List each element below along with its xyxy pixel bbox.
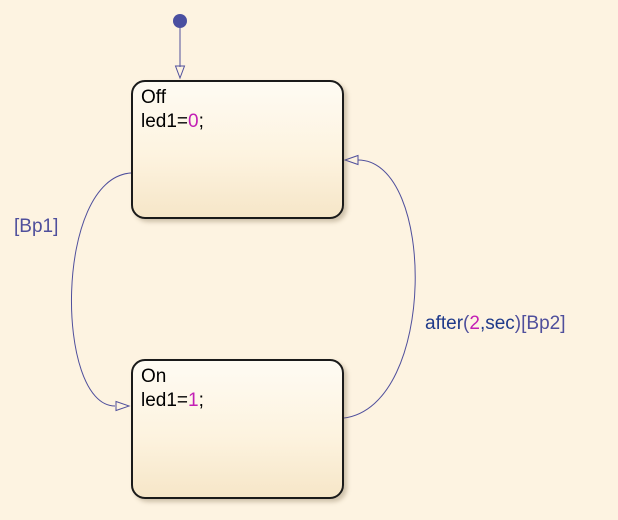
close-paren: ): [514, 313, 522, 334]
state-off-action-terminator: ;: [198, 111, 204, 132]
open-paren: (: [463, 313, 470, 334]
state-on-entry-action: led1=1;: [141, 389, 342, 413]
temporal-unit: sec: [485, 313, 515, 334]
default-transition-dot[interactable]: [173, 14, 187, 28]
state-off-action-value: 0: [188, 111, 199, 132]
state-on-name: On: [141, 366, 167, 387]
transition-on-to-off-condition: [Bp2]: [521, 313, 566, 334]
state-on-action-terminator: ;: [198, 390, 204, 411]
transition-on-to-off-arrowhead: [343, 154, 359, 166]
state-off-action-variable: led1=: [141, 111, 189, 132]
state-off[interactable]: Off led1=0;: [131, 80, 344, 219]
state-on[interactable]: On led1=1;: [131, 359, 344, 499]
default-transition-arrowhead: [174, 65, 186, 80]
temporal-value: 2: [469, 313, 480, 334]
state-off-name: Off: [141, 87, 166, 108]
transition-on-to-off-label[interactable]: after(2,sec)[Bp2]: [425, 313, 566, 335]
state-off-entry-action: led1=0;: [141, 110, 342, 134]
temporal-operator-after: after: [425, 313, 464, 334]
transition-off-to-on[interactable]: [71, 172, 132, 407]
state-on-action-variable: led1=: [141, 390, 189, 411]
comma: ,: [479, 313, 486, 334]
transition-off-to-on-label[interactable]: [Bp1]: [14, 216, 59, 237]
transition-on-to-off[interactable]: [343, 159, 416, 419]
state-on-action-value: 1: [188, 390, 199, 411]
transition-off-to-on-arrowhead: [115, 400, 131, 412]
